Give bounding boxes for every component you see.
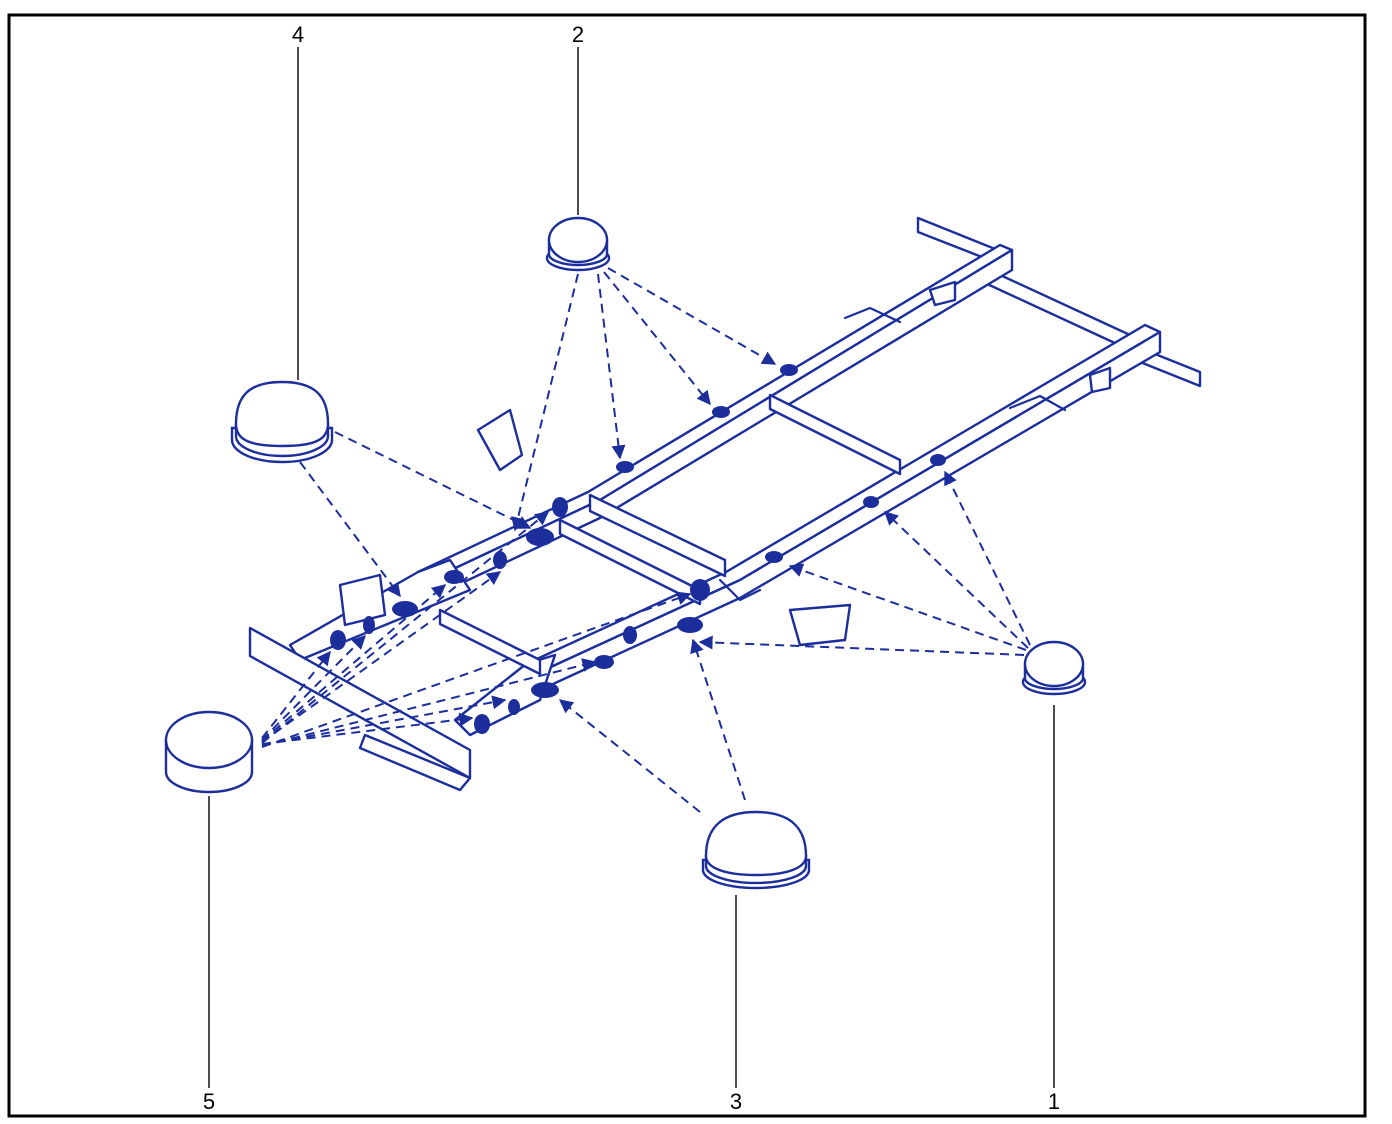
hole (493, 551, 507, 569)
leader-5f (261, 712, 474, 745)
callout-1: 1 (1048, 1089, 1060, 1114)
leader-3a (690, 638, 746, 801)
center-crossmember-2 (588, 493, 727, 578)
leader-2b (603, 271, 711, 406)
bumper-bracket (358, 733, 472, 792)
leader-2c (597, 273, 626, 460)
hole (690, 579, 710, 601)
leader-5d (261, 571, 502, 743)
leader-3b (558, 699, 701, 813)
hole (616, 461, 634, 473)
rear-spring-hanger-right (1088, 366, 1112, 394)
leader-4b (299, 461, 401, 598)
hole (526, 528, 554, 546)
leader-1b (883, 511, 1029, 649)
vehicle-frame (248, 216, 1202, 792)
hole (765, 551, 783, 563)
leader-2a (607, 267, 777, 365)
leader-1a (944, 470, 1031, 646)
leader-1c (788, 563, 1027, 651)
hole (552, 497, 568, 517)
callout-2: 2 (572, 22, 584, 47)
leader-1d (698, 635, 1025, 656)
hole (780, 364, 798, 376)
callout-4: 4 (292, 22, 304, 47)
plug-2 (545, 216, 611, 272)
leader-2d (511, 273, 579, 532)
leader-5c (261, 584, 447, 742)
plug-3 (701, 810, 811, 890)
hole (863, 496, 879, 508)
hole (444, 570, 464, 584)
hole (930, 454, 946, 466)
hole (594, 655, 614, 669)
leader-5b (261, 635, 366, 741)
rear-spring-hanger-left (928, 280, 957, 307)
body-mount-bracket-right (788, 603, 852, 647)
callout-3: 3 (730, 1089, 742, 1114)
hole (712, 406, 730, 418)
leader-4a (334, 431, 532, 529)
leader-5e (261, 511, 550, 744)
frame-holes (330, 364, 946, 734)
rail-detail-1 (843, 306, 902, 324)
hole (330, 630, 346, 650)
center-crossmember-1 (768, 393, 902, 476)
hole (623, 626, 637, 644)
hole (531, 682, 559, 698)
rail-detail-3 (718, 578, 762, 602)
callout-5: 5 (203, 1089, 215, 1114)
rail-detail-2 (1008, 394, 1067, 412)
body-mount-bracket-left (476, 408, 524, 472)
rear-crossmember (983, 266, 1132, 352)
leader-5g (261, 695, 507, 746)
hole (474, 714, 490, 734)
steering-gear-mount (338, 573, 387, 627)
plug-leader-lines (261, 267, 1031, 813)
leader-5h (261, 658, 597, 747)
hole (363, 616, 375, 634)
diagram-border (7, 13, 1367, 1118)
plug-4 (230, 380, 334, 464)
center-crossmember-3 (558, 518, 702, 606)
leader-5a (261, 650, 331, 739)
plug-5 (164, 710, 254, 794)
hole (392, 601, 418, 617)
hole (677, 617, 703, 633)
plug-1 (1021, 640, 1087, 696)
front-crossmember (438, 608, 542, 676)
front-bumper (248, 626, 472, 780)
leader-5i (261, 591, 692, 748)
hole (508, 699, 520, 715)
